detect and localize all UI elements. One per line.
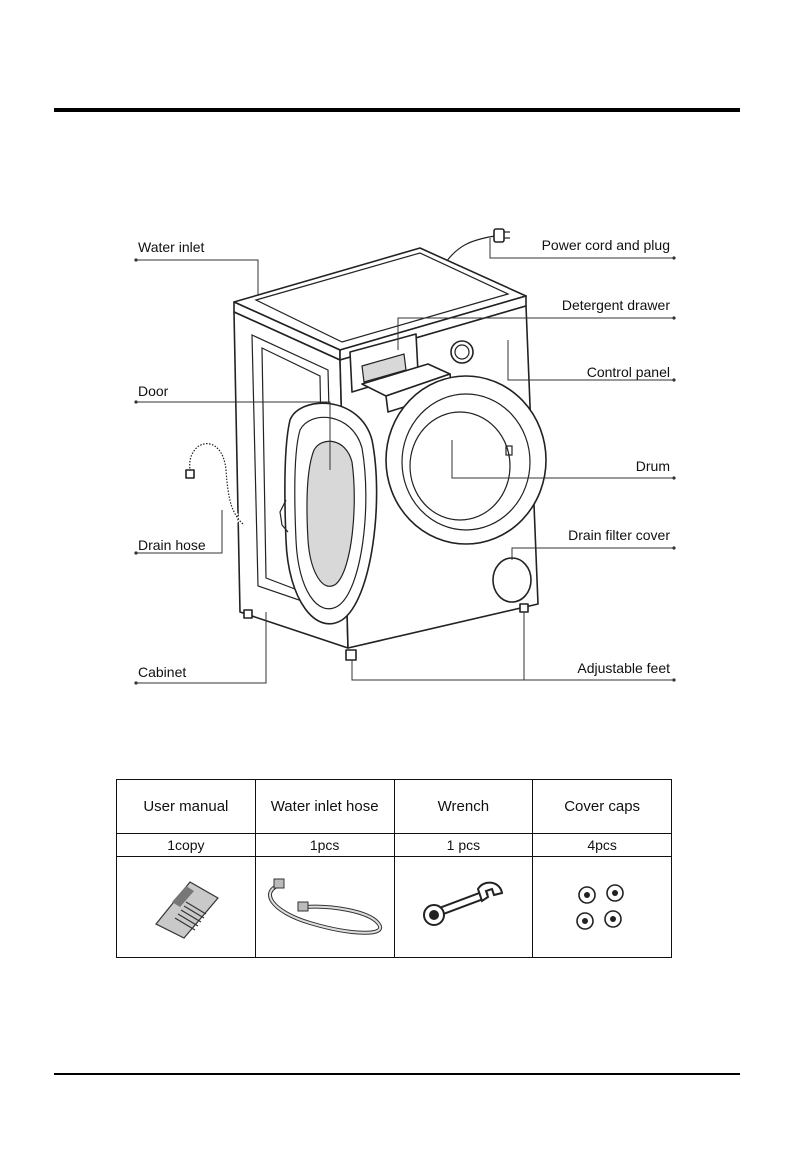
cover-caps-icon [567,877,637,937]
accessory-name: Water inlet hose [255,780,394,834]
table-row: User manual Water inlet hose Wrench Cove… [117,780,672,834]
washing-machine-illustration [186,229,546,660]
label-power-cord: Power cord and plug [542,237,670,253]
washing-machine-diagram: Water inlet Power cord and plug Detergen… [0,0,795,740]
accessory-qty: 1pcs [255,834,394,857]
accessory-name: User manual [117,780,256,834]
label-detergent-drawer: Detergent drawer [562,297,671,313]
accessories-table: User manual Water inlet hose Wrench Cove… [116,779,672,958]
label-cabinet: Cabinet [138,664,186,680]
label-drain-hose: Drain hose [138,537,206,553]
accessory-picture [255,857,394,958]
accessory-picture [394,857,533,958]
table-row [117,857,672,958]
wrench-icon [418,877,508,937]
hose-icon [260,871,390,943]
label-control-panel: Control panel [587,364,670,380]
accessory-picture [117,857,256,958]
accessory-name: Wrench [394,780,533,834]
accessory-name: Cover caps [533,780,672,834]
label-drain-filter-cover: Drain filter cover [568,527,670,543]
accessory-qty: 1copy [117,834,256,857]
label-door: Door [138,383,169,399]
table-row: 1copy 1pcs 1 pcs 4pcs [117,834,672,857]
accessory-picture [533,857,672,958]
accessory-qty: 4pcs [533,834,672,857]
bottom-rule [54,1073,740,1075]
accessory-qty: 1 pcs [394,834,533,857]
manual-icon [146,872,226,942]
label-water-inlet: Water inlet [138,239,205,255]
label-drum: Drum [636,458,670,474]
label-adjustable-feet: Adjustable feet [577,660,670,676]
